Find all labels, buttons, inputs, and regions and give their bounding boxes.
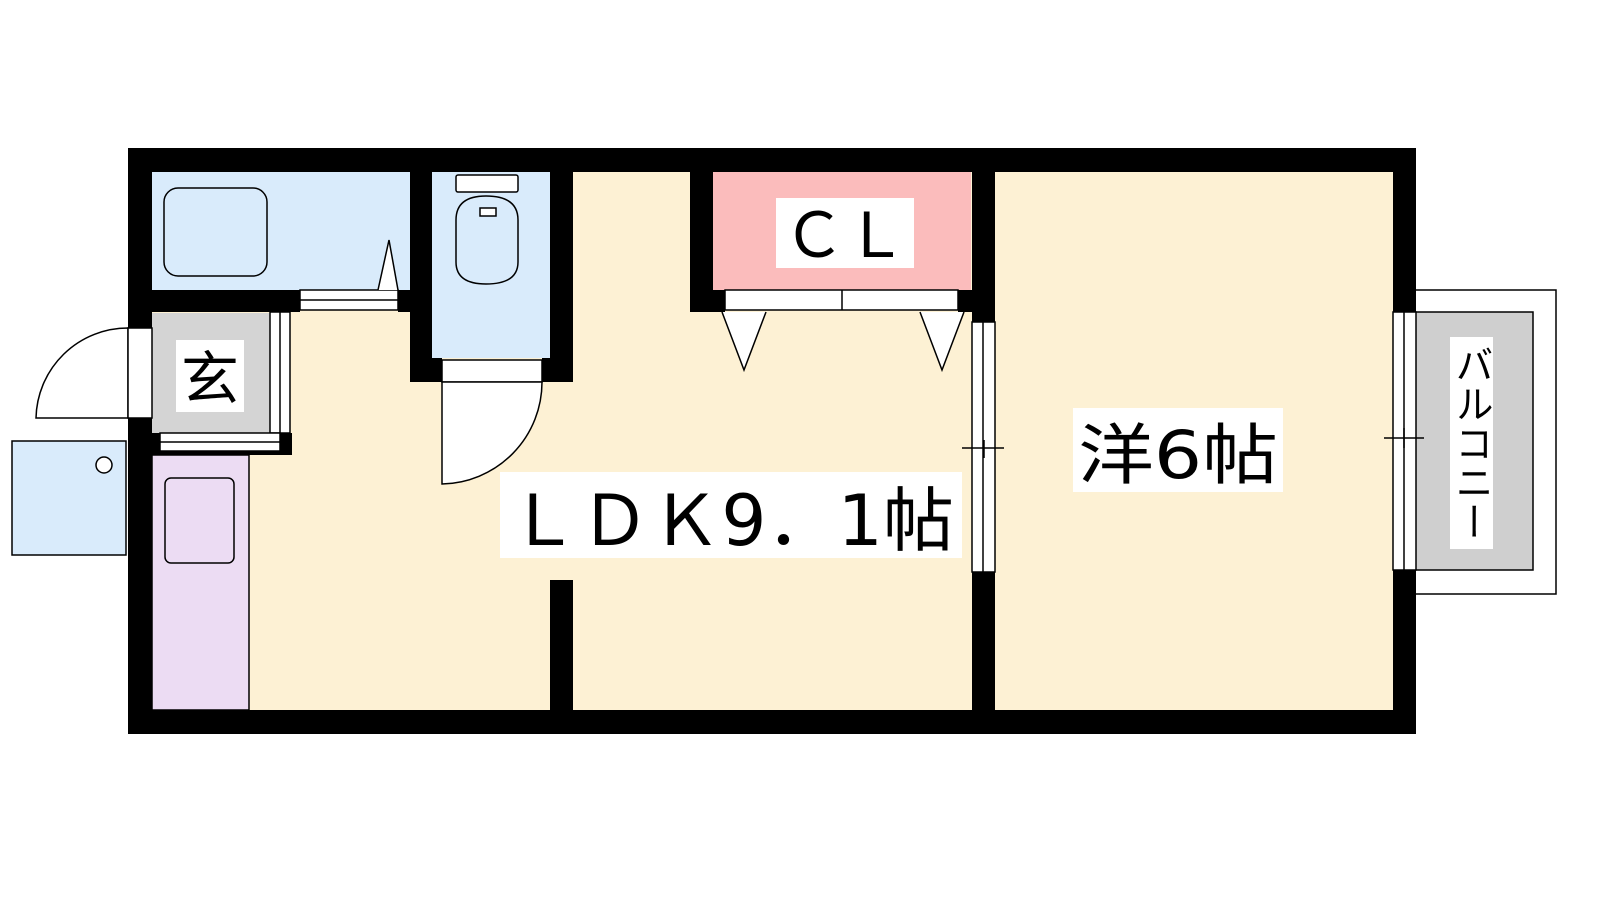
toilet-wall-bottom-left — [410, 358, 442, 382]
kitchen-counter — [152, 455, 249, 710]
ldk-label: ＬＤＫ9．1帖 — [508, 480, 954, 562]
outer-wall-right-upper — [1393, 148, 1416, 312]
toilet-door-swing — [441, 381, 543, 485]
drain-icon — [95, 456, 113, 474]
closet-wall-left — [690, 172, 713, 312]
toilet-door-leaf — [441, 359, 543, 383]
outer-wall-left-lower — [128, 418, 152, 734]
toilet-wall-right — [550, 172, 573, 382]
bathtub-icon — [163, 187, 268, 277]
closet-door-hinge-right — [919, 311, 965, 373]
outer-wall-left-upper — [128, 148, 152, 328]
bath-wall-bottom-left — [152, 290, 300, 312]
toilet-floor — [432, 172, 550, 358]
entry-door-frame — [127, 327, 153, 419]
ldk-partition-stub — [550, 580, 573, 710]
ldk-western-wall-lower — [972, 572, 995, 710]
bathroom-floor — [152, 172, 410, 290]
toilet-icon — [455, 174, 519, 285]
closet-wall-bottom-left — [690, 290, 725, 312]
bath-door-stopper — [377, 239, 399, 291]
toilet-wall-bottom-right — [542, 358, 573, 382]
outer-wall-right-lower — [1393, 570, 1416, 734]
bath-toilet-wall — [410, 172, 432, 382]
entrance-label: 玄 — [181, 345, 239, 413]
ldk-western-wall-upper — [972, 172, 995, 322]
kitchen-sink-icon — [164, 477, 235, 564]
western-room-label: 洋6帖 — [1078, 417, 1278, 494]
entry-door-swing — [35, 327, 129, 419]
outer-wall-bottom — [128, 710, 1416, 734]
outer-wall-top — [128, 148, 1416, 172]
entrance-wall-corner — [280, 433, 292, 455]
closet-label: ＣＬ — [783, 199, 907, 272]
balcony-label: バルコニー — [1449, 345, 1493, 541]
closet-door-hinge-left — [721, 311, 767, 373]
entrance-wall-right — [270, 290, 292, 312]
